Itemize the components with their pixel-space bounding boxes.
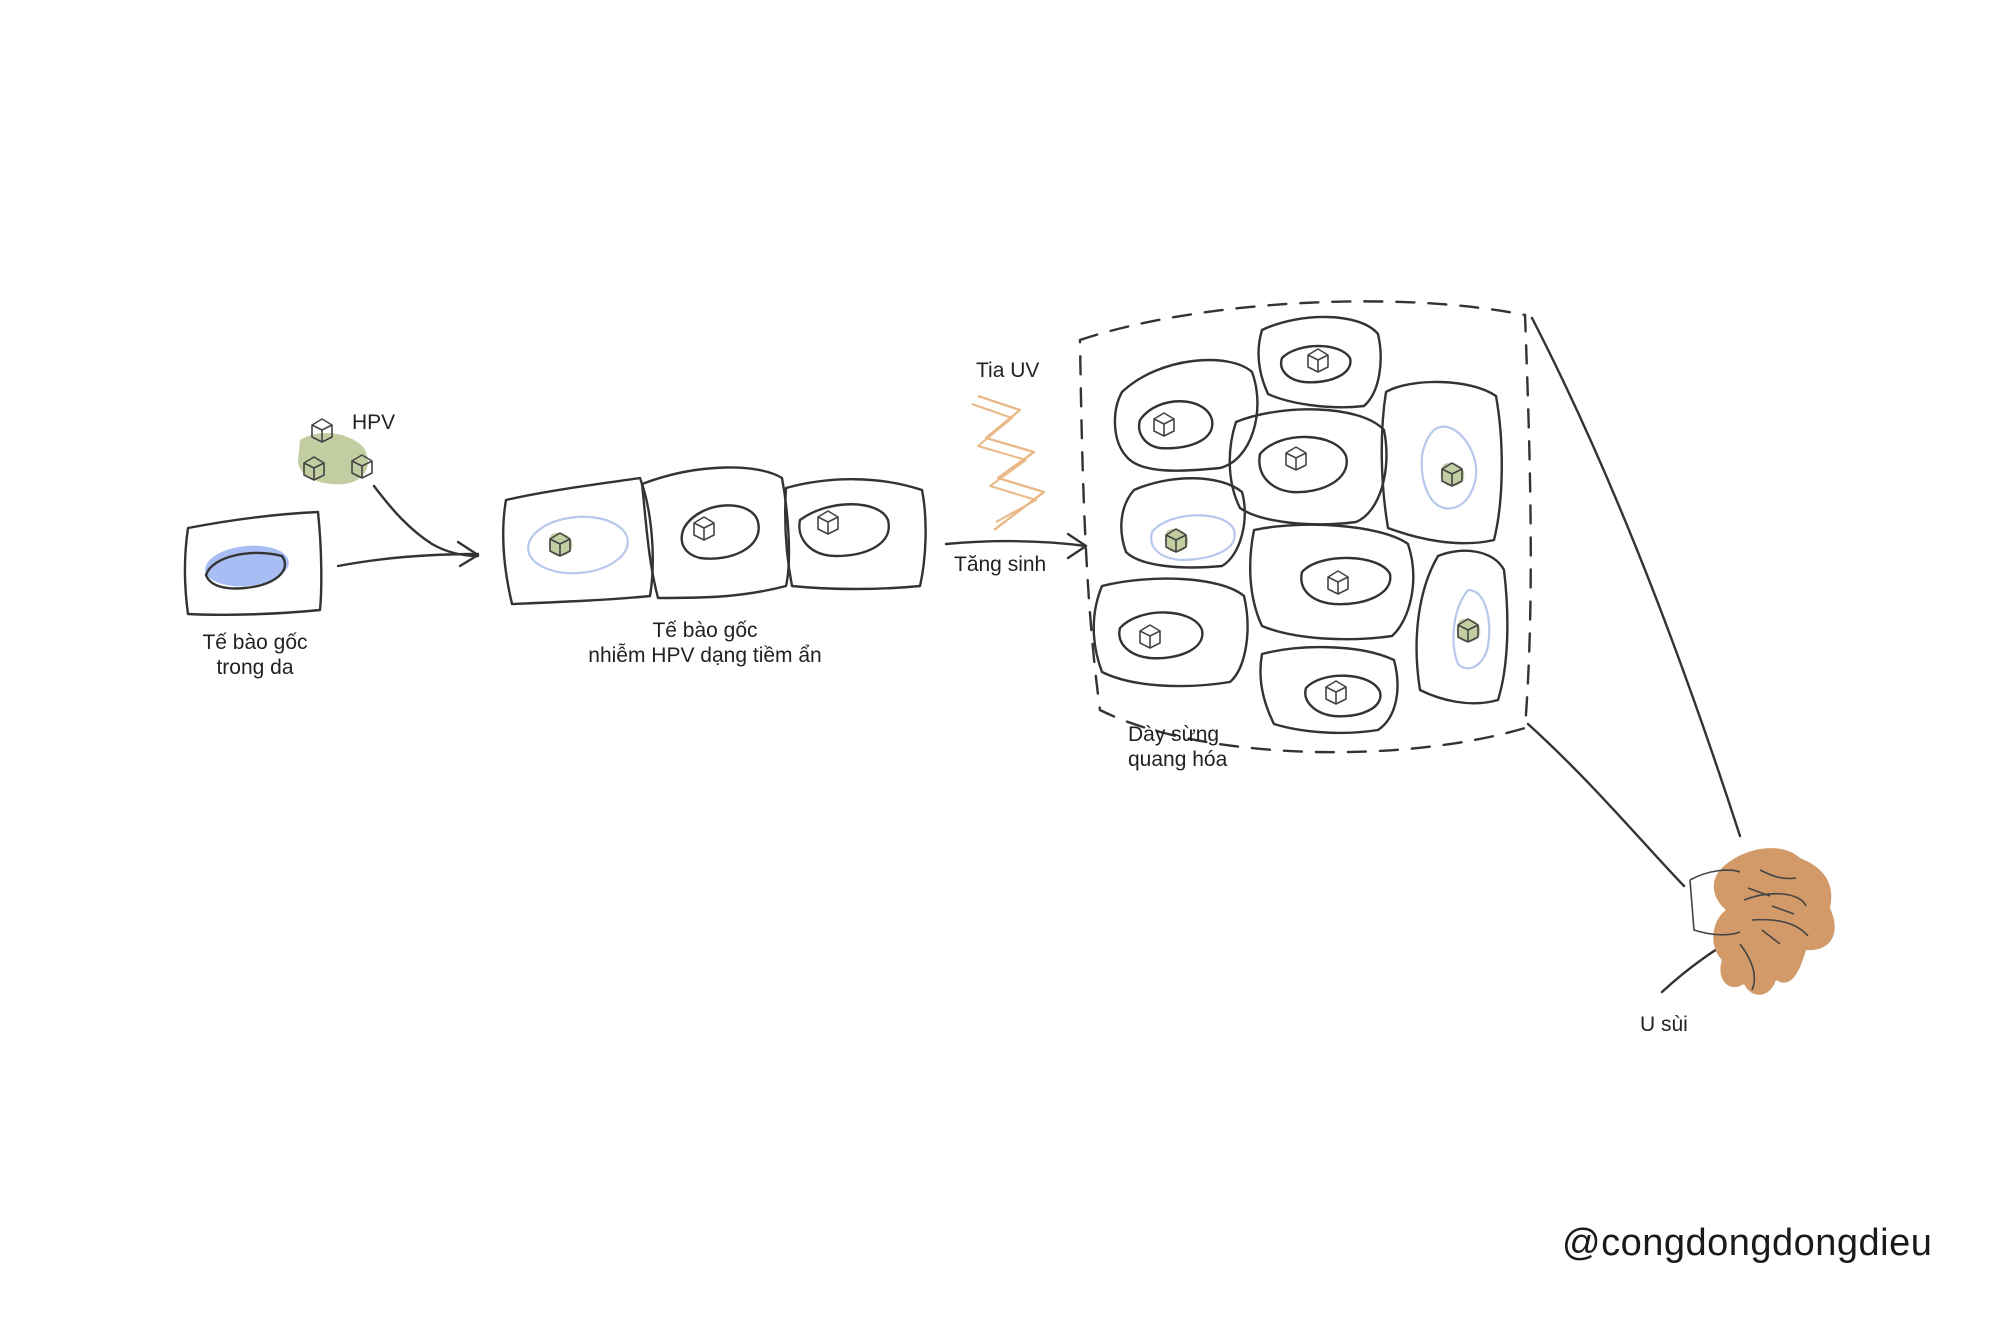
latent-infected-cells (501, 466, 927, 606)
keratosis-label-line2: quang hóa (1128, 748, 1228, 771)
stem-cell (183, 510, 323, 616)
latent-label-line1: Tế bào gốc (652, 619, 758, 642)
wart-body (1713, 848, 1835, 995)
latent-infected-label: Tế bào gốc nhiễm HPV dạng tiềm ẩn (580, 618, 830, 668)
arrow-icon (944, 532, 1088, 560)
proliferation-label: Tăng sinh (954, 553, 1047, 576)
wart-label: U sùi (1640, 1013, 1688, 1036)
zoom-connector-lines (1526, 316, 1742, 994)
keratosis-label: Dày sừng quang hóa (1128, 722, 1227, 772)
keratosis-label-line1: Dày sừng (1128, 723, 1220, 746)
stem-cell-label-line1: Tế bào gốc (202, 631, 308, 654)
stem-cell-label-line2: trong da (216, 656, 294, 679)
watermark: @congdongdongdieu (1562, 1222, 1933, 1264)
uv-label: Tia UV (976, 359, 1040, 382)
virus-cube-icon (311, 418, 333, 443)
lightning-icon (971, 394, 1046, 531)
wart (1689, 848, 1835, 995)
actinic-keratosis-region (1078, 300, 1532, 754)
hpv-virus-cluster (298, 418, 373, 485)
latent-label-line2: nhiễm HPV dạng tiềm ẩn (588, 644, 822, 667)
stem-cell-label: Tế bào gốc trong da (190, 630, 320, 680)
hpv-label: HPV (352, 411, 396, 434)
arrow-icon (336, 484, 480, 568)
